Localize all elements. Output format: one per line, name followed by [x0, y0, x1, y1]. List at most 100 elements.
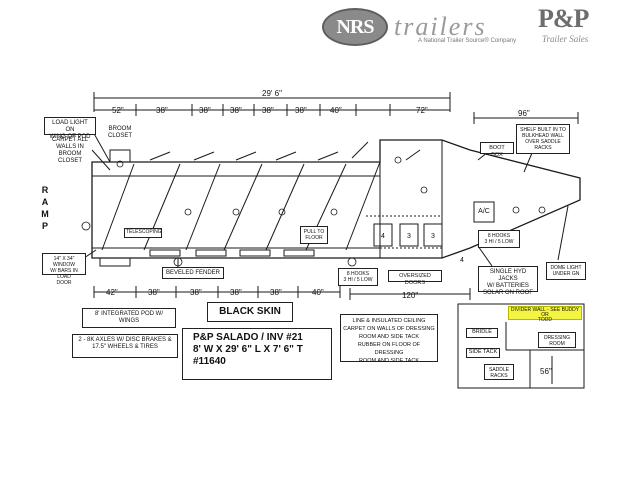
liner-note: LINE & INSULATED CEILING CARPET ON WALLS… — [340, 314, 438, 364]
bottom-right-dim-label: 120" — [402, 291, 418, 300]
ac-label: A/C — [478, 208, 490, 215]
title-line-2: 8' W X 29' 6" L X 7' 6" T — [193, 344, 303, 355]
light-icon — [512, 206, 520, 214]
integrated-pod-note: 8' INTEGRATED POD W/ WINGS — [82, 308, 176, 328]
bottom-dim-6: 40" — [312, 288, 324, 297]
pp-logo-subtext: Trailer Sales — [542, 34, 589, 44]
inset-dim-label: 56" — [540, 367, 552, 376]
hooks-right-label: 8 HOOKS 3 HI / 5 LOW — [478, 230, 520, 248]
dressing-room-inset — [457, 303, 585, 389]
bottom-dim-5: 38" — [270, 288, 282, 297]
pp-logo-text: P&P — [538, 4, 589, 33]
title-line-3: #11640 — [193, 356, 226, 367]
pull-to-floor-label: PULL TO FLOOR — [300, 226, 328, 244]
trailer-title-box: P&P SALADO / INV #21 8' W X 29' 6" L X 7… — [182, 328, 332, 380]
leader-line — [91, 149, 111, 171]
leader-line — [83, 249, 97, 259]
top-dim-7: 40" — [330, 106, 342, 115]
saddle-number: 4 — [460, 257, 464, 264]
saddle-number: 4 — [381, 233, 385, 240]
bottom-dim-4: 38" — [230, 288, 242, 297]
broom-closet-box — [109, 149, 131, 163]
tie-ring-icon — [232, 208, 240, 216]
hooks-bottom-label: 8 HOOKS 3 HI / 5 LOW — [338, 268, 378, 286]
logo-tagline: A National Trailer Source® Company — [418, 38, 517, 44]
nrs-logo: NRS — [322, 8, 388, 46]
nose-dim-label: 96" — [518, 109, 530, 118]
jacks-note: SINGLE HYD JACKS W/ BATTERIES SOLAR ON R… — [478, 266, 538, 296]
top-dim-6: 38" — [295, 106, 307, 115]
bottom-dim-3: 38" — [190, 288, 202, 297]
top-vent — [275, 151, 297, 161]
top-dim-8: 72" — [416, 106, 428, 115]
trailer-outline — [91, 139, 581, 259]
drop-window — [195, 249, 227, 257]
stall-divider — [101, 163, 135, 251]
drop-window — [283, 249, 315, 257]
saddle-racks-label: SADDLE RACKS — [484, 364, 514, 380]
saddle-rack — [423, 223, 443, 247]
pp-logo: P&P Trailer Sales — [536, 4, 602, 50]
top-vent — [149, 151, 171, 161]
divider-wall-note: DIVIDER WALL - SEE BUDDY OR TODD — [508, 306, 582, 323]
dome-light-note: DOME LIGHT UNDER GN — [546, 262, 586, 280]
stall-divider — [345, 161, 381, 251]
leader-line — [557, 205, 569, 261]
top-vent — [193, 151, 215, 161]
ramp-light-icon — [81, 221, 91, 231]
saddle-number: 3 — [407, 233, 411, 240]
beveled-fender-label: BEVELED FENDER — [162, 267, 224, 279]
bottom-dim-2: 38" — [148, 288, 160, 297]
tie-ring-icon — [420, 186, 428, 194]
top-dim-4: 38" — [230, 106, 242, 115]
top-vent — [405, 149, 421, 161]
tie-ring-icon — [330, 208, 338, 216]
tie-ring-icon — [278, 208, 286, 216]
stall-divider — [185, 163, 221, 251]
ramp-label: R A M P — [41, 185, 49, 231]
saddle-rack — [399, 223, 419, 247]
light-icon — [116, 160, 124, 168]
window-note: 14" X 34" WINDOW W/ BARS IN LOAD DOOR — [42, 253, 86, 286]
load-light-note: LOAD LIGHT ON WING OF POD — [44, 117, 96, 140]
bridle-label: BRIDLE — [466, 328, 498, 338]
title-line-1: P&P SALADO / INV #21 — [193, 332, 303, 343]
top-vent — [317, 151, 339, 161]
light-icon — [394, 156, 402, 164]
leader-line — [91, 129, 111, 163]
light-icon — [538, 206, 546, 214]
axles-note: 2 - 8K AXLES W/ DISC BRAKES & 17.5" WHEE… — [72, 334, 178, 358]
top-vent — [351, 141, 369, 159]
top-dim-2: 38" — [156, 106, 168, 115]
telescoping-label: TELESCOPING — [124, 228, 162, 238]
dealer-logo: NRS trailers A National Trailer Source® … — [318, 4, 608, 52]
broom-closet-label: BROOM CLOSET — [107, 126, 132, 139]
top-dim-3: 38" — [199, 106, 211, 115]
oversized-doors-label: OVERSIZED DOORS — [388, 270, 442, 286]
side-tack-label: SIDE TACK — [466, 348, 500, 358]
ac-unit — [473, 201, 495, 223]
dressing-room-label: DRESSING ROOM — [538, 332, 576, 348]
bottom-dim-1: 42" — [106, 288, 118, 297]
tie-ring-icon — [184, 208, 192, 216]
trailers-wordmark: trailers — [394, 12, 487, 41]
leader-line — [477, 245, 493, 267]
fender-light-icon — [173, 257, 183, 267]
stall-divider — [265, 163, 305, 251]
shelf-note: SHELF BUILT IN TO BULKHEAD WALL OVER SAD… — [516, 124, 570, 154]
pod-wing — [99, 257, 131, 267]
fender-light-icon — [347, 257, 357, 267]
drop-window — [149, 249, 181, 257]
top-dim-1: 52" — [112, 106, 124, 115]
drop-window — [239, 249, 271, 257]
saddle-number: 3 — [431, 233, 435, 240]
top-vent — [235, 151, 257, 161]
black-skin-label: BLACK SKIN — [207, 302, 293, 322]
overall-length-label: 29' 6" — [262, 89, 282, 98]
carpet-walls-note: CARPET ALL WALLS IN BROOM CLOSET — [51, 137, 89, 164]
boot-box-label: BOOT BOX — [480, 142, 514, 158]
stall-divider — [223, 163, 263, 251]
top-dim-5: 38" — [262, 106, 274, 115]
saddle-rack — [373, 223, 393, 247]
